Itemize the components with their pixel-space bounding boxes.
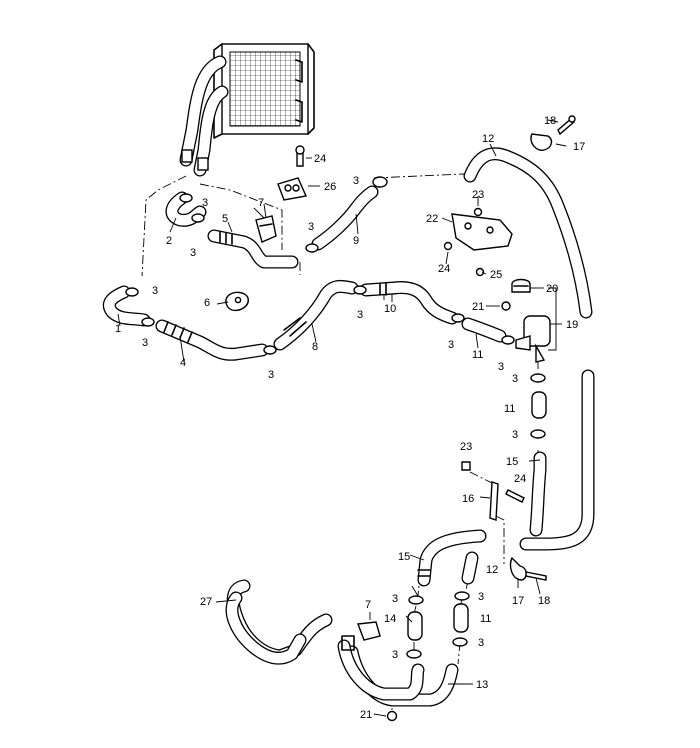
callout-22: 22 [426,213,438,225]
bolt-18-upper [557,115,576,136]
clamp-17-lower [509,556,527,581]
callout-8: 8 [312,341,318,353]
valve-20 [511,278,531,293]
grommet-6 [225,291,249,312]
callout-24: 24 [438,263,450,275]
callout-17: 17 [573,141,585,153]
callout-26: 26 [324,181,336,193]
bracket-16 [489,481,499,521]
hose-12 [463,147,595,551]
hose-15-lower [417,529,487,587]
callout-15: 15 [398,551,410,563]
nut-21-lower [386,710,398,722]
callout-3: 3 [448,339,454,351]
callout-21: 21 [360,709,372,721]
callout-23: 23 [472,189,484,201]
callout-3: 3 [498,361,504,373]
hose-11-upper [461,317,507,343]
callout-23: 23 [460,441,472,453]
hose-clamps [125,176,546,659]
bolt-24-lower [505,489,525,503]
clamp-17-upper [530,133,553,151]
callout-11: 11 [504,403,515,415]
callout-18: 18 [544,115,556,127]
valve-body [515,315,551,363]
hose-9 [311,185,379,251]
hose-14 [407,611,423,641]
callout-3: 3 [152,285,158,297]
plate-26 [277,177,308,201]
callout-7: 7 [258,197,264,209]
callout-7: 7 [365,599,371,611]
callout-18: 18 [538,595,550,607]
callout-2: 2 [166,235,172,247]
callout-3: 3 [512,373,518,385]
heater-core-pipes [179,55,229,177]
callout-3: 3 [512,429,518,441]
callout-20: 20 [546,283,558,295]
bolt-24-mid [443,241,453,251]
callout-19: 19 [566,319,578,331]
callout-10: 10 [384,303,396,315]
routing-lines [141,173,539,710]
callout-9: 9 [353,235,359,247]
pipe-assembly-13 [337,635,459,707]
bolt-18-lower [525,571,547,581]
callout-25: 25 [490,269,502,281]
clip-7-lower [357,621,381,641]
callout-13: 13 [476,679,488,691]
callout-3: 3 [353,175,359,187]
hose-10 [359,281,459,325]
callout-6: 6 [204,297,210,309]
callout-16: 16 [462,493,474,505]
callout-21: 21 [472,301,484,313]
callout-12: 12 [482,133,494,145]
hose-4 [155,319,269,361]
callout-3: 3 [268,369,274,381]
bracket-22 [451,213,513,251]
callout-3: 3 [202,197,208,209]
nut-21-upper [501,301,511,311]
hose-1 [102,285,151,327]
callout-1: 1 [115,323,121,335]
callout-24: 24 [314,153,326,165]
hose-12-lower [461,551,479,585]
callout-3: 3 [392,593,398,605]
hose-15-upper [529,451,547,537]
callout-4: 4 [180,357,186,369]
callout-3: 3 [392,649,398,661]
nut-23-upper [473,207,483,217]
hose-5 [207,229,299,269]
callout-27: 27 [200,596,212,608]
clip-7-upper [255,215,277,243]
callout-3: 3 [478,637,484,649]
callout-24: 24 [514,473,526,485]
pipe-assembly-27 [225,579,333,665]
nut-23-lower [461,461,471,471]
callout-14: 14 [384,613,396,625]
callout-11: 11 [480,613,491,625]
bracket-19-leader [548,287,557,351]
callout-3: 3 [308,221,314,233]
callout-15: 15 [506,456,518,468]
callout-labels: 1 2 3 3 3 3 3 3 3 3 3 3 3 3 3 3 3 3 4 5 … [115,115,585,721]
bolt-24-upper [295,145,305,167]
hose-11-mid [531,391,547,419]
hose-11-lower [453,603,469,633]
leader-lines [117,119,567,717]
callout-17: 17 [512,595,524,607]
callout-11: 11 [472,349,483,361]
callout-5: 5 [222,213,228,225]
callout-12: 12 [486,564,498,576]
heater-core [213,43,315,139]
callout-3: 3 [190,247,196,259]
callout-3: 3 [478,591,484,603]
callout-3: 3 [357,309,363,321]
hose-8 [273,279,359,351]
callout-3: 3 [142,337,148,349]
bolt-25 [475,267,485,277]
